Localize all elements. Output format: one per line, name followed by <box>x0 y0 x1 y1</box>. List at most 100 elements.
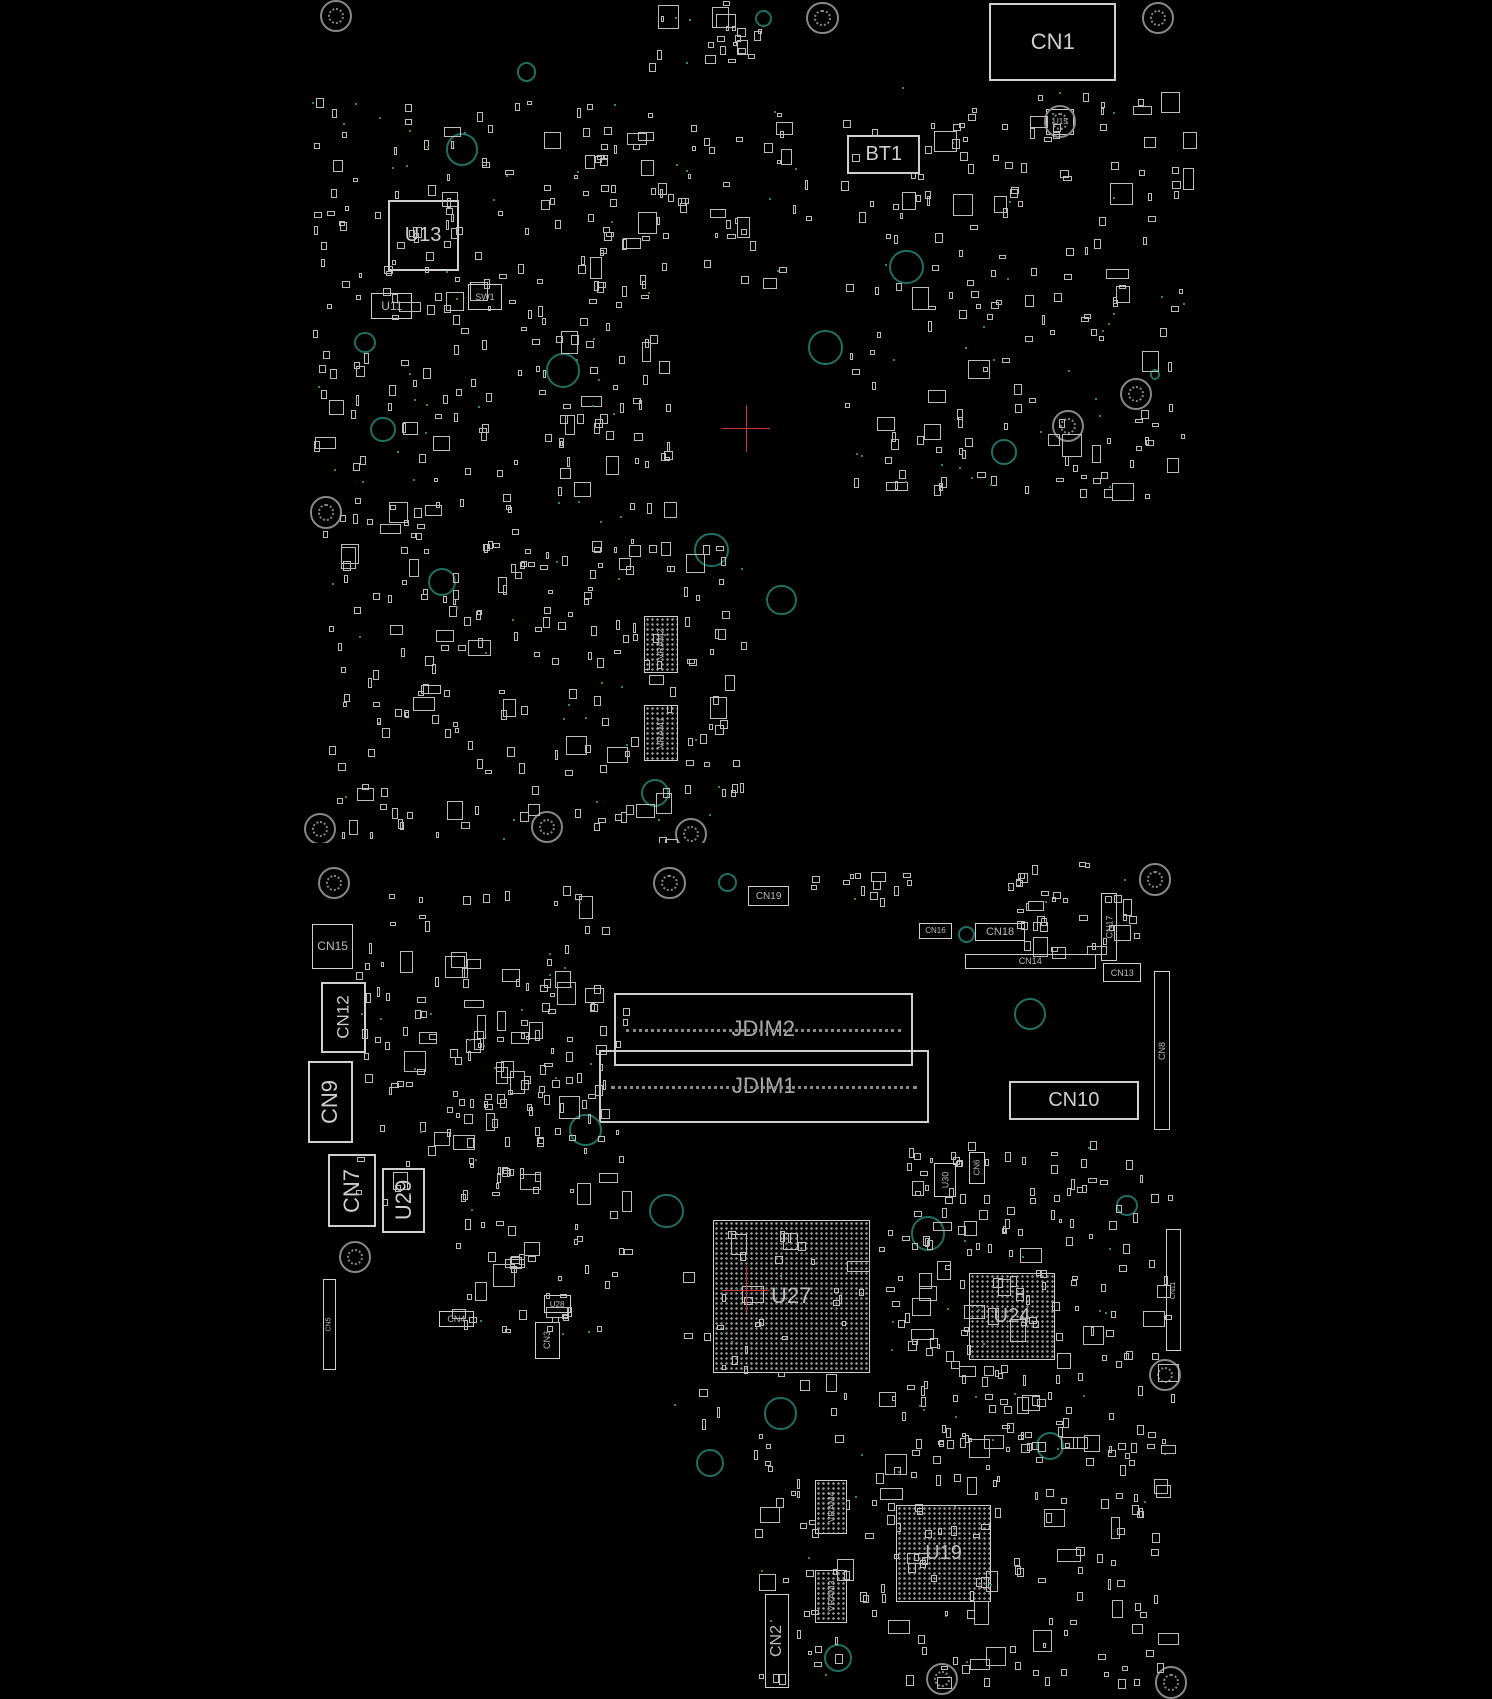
component-label: CN6 <box>972 1159 982 1176</box>
smd-pad <box>1075 1305 1079 1312</box>
smd-pad <box>509 1071 526 1095</box>
component-cn1[interactable]: CN1 <box>989 3 1117 81</box>
component-jdim1[interactable]: JDIM1 <box>598 1049 930 1123</box>
smd-pad <box>428 1145 437 1156</box>
component-cn6[interactable]: CN6 <box>968 1151 985 1185</box>
component-cn7[interactable]: CN7 <box>328 1154 376 1228</box>
via <box>884 264 887 267</box>
component-cn15[interactable]: CN15 <box>312 923 354 969</box>
component-vram4[interactable]: VRAM4 <box>814 1480 848 1534</box>
component-cn3[interactable]: CN3 <box>535 1321 560 1359</box>
smd-pad <box>948 1188 955 1197</box>
smd-pad <box>601 717 610 726</box>
smd-pad <box>504 1258 525 1268</box>
smd-pad <box>1090 1141 1097 1150</box>
smd-pad <box>1089 1234 1094 1240</box>
component-jdim2[interactable]: JDIM2 <box>613 992 913 1066</box>
smd-pad <box>1055 1332 1064 1342</box>
screw-pad <box>319 0 352 33</box>
smd-pad <box>1151 1353 1159 1360</box>
smd-pad <box>960 1329 969 1336</box>
smd-pad <box>921 1397 927 1407</box>
via <box>947 1308 950 1311</box>
smd-pad <box>912 1243 919 1250</box>
smd-pad <box>1029 1317 1038 1325</box>
via <box>361 480 364 483</box>
smd-pad <box>996 299 1003 305</box>
component-cn10[interactable]: CN10 <box>1008 1080 1139 1120</box>
via <box>1056 1447 1059 1450</box>
component-cn11[interactable]: CN11 <box>1165 1229 1181 1351</box>
component-u29[interactable]: U29 <box>382 1168 426 1233</box>
smd-pad <box>970 291 979 298</box>
via <box>1112 196 1115 199</box>
smd-pad <box>704 260 712 268</box>
smd-pad <box>1025 295 1034 308</box>
smd-pad <box>917 1507 923 1516</box>
smd-pad <box>587 213 594 222</box>
smd-pad <box>621 286 627 297</box>
smd-pad <box>1057 1548 1081 1562</box>
component-cn5[interactable]: CN5 <box>322 1278 336 1371</box>
smd-pad <box>1022 1395 1040 1412</box>
component-vram1[interactable]: VRAM1 <box>643 705 679 762</box>
smd-pad <box>535 366 541 373</box>
via <box>446 270 448 273</box>
smd-pad <box>1104 488 1113 498</box>
via <box>741 568 744 571</box>
component-cn13[interactable]: CN13 <box>1103 963 1142 982</box>
smd-pad <box>456 227 464 236</box>
smd-pad <box>860 885 866 897</box>
screw-pad <box>339 1241 372 1274</box>
component-cn4[interactable]: CN4 <box>439 1311 474 1328</box>
smd-pad <box>1107 437 1112 444</box>
smd-pad <box>1052 1301 1061 1311</box>
screw-pad <box>317 866 350 899</box>
smd-pad <box>557 622 567 630</box>
smd-pad <box>327 304 332 310</box>
component-cn12[interactable]: CN12 <box>320 981 366 1053</box>
smd-pad <box>835 1434 844 1443</box>
via <box>1102 329 1105 332</box>
smd-pad <box>548 1009 556 1015</box>
component-cn2[interactable]: CN2 <box>765 1594 790 1688</box>
component-cn9[interactable]: CN9 <box>307 1061 354 1144</box>
smd-pad <box>582 1099 588 1110</box>
screw-pad <box>530 810 563 843</box>
component-cn8[interactable]: CN8 <box>1154 971 1171 1131</box>
via <box>1059 91 1062 94</box>
smd-pad <box>513 631 519 642</box>
smd-pad <box>1059 418 1065 429</box>
smd-pad <box>596 1326 602 1333</box>
component-cn17[interactable]: CN17 <box>1101 893 1118 962</box>
smd-pad <box>526 1103 533 1112</box>
component-u24[interactable]: U24 <box>968 1273 1055 1360</box>
smd-pad <box>574 809 581 819</box>
smd-pad <box>738 48 746 54</box>
smd-pad <box>483 544 488 553</box>
component-cn14[interactable]: CN14 <box>964 953 1096 969</box>
smd-pad <box>969 1438 991 1459</box>
component-u19[interactable]: U19 <box>895 1504 992 1602</box>
component-u30[interactable]: U30 <box>934 1162 956 1198</box>
component-bt1[interactable]: BT1 <box>847 134 921 175</box>
smd-pad <box>521 1032 525 1040</box>
component-u27[interactable]: U27 <box>712 1219 870 1373</box>
smd-pad <box>916 194 921 202</box>
smd-pad <box>406 811 413 819</box>
smd-pad <box>468 639 491 656</box>
smd-pad <box>725 219 732 230</box>
smd-pad <box>559 1095 580 1119</box>
smd-pad <box>514 103 521 111</box>
component-cn18[interactable]: CN18 <box>975 922 1025 941</box>
component-u28[interactable]: U28 <box>543 1295 571 1314</box>
component-label: VRAM3 <box>826 1580 837 1612</box>
smd-pad <box>911 173 917 180</box>
via <box>776 270 779 273</box>
layer-divider <box>300 843 1180 861</box>
component-vram3[interactable]: VRAM3 <box>814 1569 848 1624</box>
component-cn19[interactable]: CN19 <box>748 885 790 907</box>
component-cn16[interactable]: CN16 <box>919 922 952 939</box>
smd-pad <box>1062 897 1069 903</box>
